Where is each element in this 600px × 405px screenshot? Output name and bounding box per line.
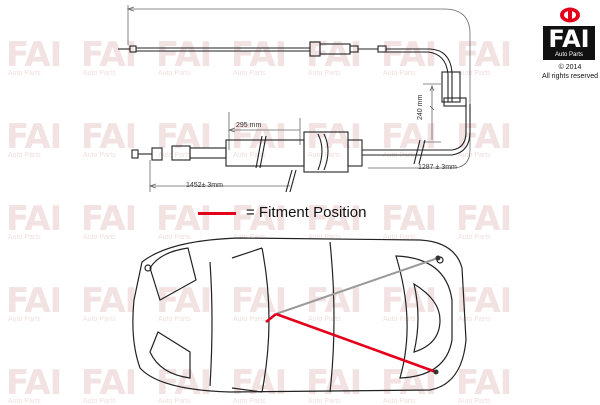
watermark-sub: Auto Parts <box>233 316 266 323</box>
upper-cable <box>118 41 461 103</box>
watermark-brand: FAI <box>306 117 362 157</box>
dim-vertical: 240 mm <box>417 94 424 120</box>
watermark-sub: Auto Parts <box>383 234 416 241</box>
watermark-sub: Auto Parts <box>158 316 191 323</box>
fitment-legend-line <box>198 212 236 215</box>
brand-sub: Auto Parts <box>554 52 583 58</box>
watermark-brand: FAI <box>6 363 62 403</box>
lower-cable <box>131 97 471 193</box>
watermark-sub: Auto Parts <box>308 316 341 323</box>
dim-outer: 1287 ± 3mm <box>418 164 457 171</box>
route-upper <box>275 257 439 315</box>
brand-logo: FAI Auto Parts <box>541 4 597 84</box>
brand-name: FAI <box>548 25 590 53</box>
watermark-brand: FAI <box>156 199 212 239</box>
watermark-brand: FAI <box>81 117 137 157</box>
watermark-sub: Auto Parts <box>233 152 266 159</box>
watermark-sub: Auto Parts <box>458 234 491 241</box>
watermark-brand: FAI <box>381 199 437 239</box>
watermark-sub: Auto Parts <box>458 152 491 159</box>
watermark-brand: FAI <box>306 363 362 403</box>
watermark-brand: FAI <box>231 35 287 75</box>
watermark-sub: Auto Parts <box>383 70 416 77</box>
watermark-sub: Auto Parts <box>233 70 266 77</box>
dim-inner-length: 295 mm <box>236 122 262 129</box>
cable-routing <box>265 255 441 375</box>
route-lower-fitment <box>275 312 437 374</box>
watermark-sub: Auto Parts <box>308 70 341 77</box>
copyright-year: © 2014 <box>558 64 582 71</box>
fitment-legend-label: = Fitment Position <box>246 204 367 221</box>
dimension-lines <box>126 5 471 192</box>
route-link-fitment <box>265 312 277 324</box>
watermark-sub: Auto Parts <box>8 234 41 241</box>
watermark-sub: Auto Parts <box>8 316 41 323</box>
watermark-brand: FAI <box>381 35 437 75</box>
watermark-sub: Auto Parts <box>83 70 116 77</box>
watermark-brand: FAI <box>381 281 437 321</box>
watermark-sub: Auto Parts <box>158 152 191 159</box>
watermark-brand: FAI <box>156 281 212 321</box>
anchor-lower <box>433 369 439 375</box>
watermark-brand: FAI <box>81 199 137 239</box>
watermark-brand: FAI <box>81 363 137 403</box>
watermark-sub: Auto Parts <box>83 234 116 241</box>
watermark-brand: FAI <box>231 199 287 239</box>
anchor-upper <box>435 255 441 261</box>
watermark-brand: FAI <box>231 363 287 403</box>
car-outline <box>132 237 467 393</box>
watermark-sub: Auto Parts <box>8 70 41 77</box>
watermark-brand: FAI <box>6 281 62 321</box>
watermark-brand: FAI <box>381 117 437 157</box>
watermark-sub: Auto Parts <box>83 316 116 323</box>
watermark-brand: FAI <box>156 35 212 75</box>
brand-box: FAI Auto Parts <box>543 26 595 60</box>
watermark-brand: FAI <box>81 281 137 321</box>
watermark-sub: Auto Parts <box>308 234 341 241</box>
watermark-brand: FAI <box>6 117 62 157</box>
watermark-sub: Auto Parts <box>158 70 191 77</box>
watermark-brand: FAI <box>456 199 512 239</box>
watermark-brand: FAI <box>6 35 62 75</box>
watermark-sub: Auto Parts <box>233 234 266 241</box>
copyright-rights: All rights reserved <box>541 73 599 80</box>
watermark-sub: Auto Parts <box>383 316 416 323</box>
watermark-sub: Auto Parts <box>8 152 41 159</box>
watermark-sub: Auto Parts <box>158 234 191 241</box>
watermark-sub: Auto Parts <box>83 152 116 159</box>
dim-overall: 1452± 3mm <box>186 182 223 189</box>
watermark-brand: FAI <box>456 363 512 403</box>
watermark-sub: Auto Parts <box>458 70 491 77</box>
watermark-brand: FAI <box>456 35 512 75</box>
watermark-brand: FAI <box>6 199 62 239</box>
brand-emblem-icon <box>560 7 580 23</box>
watermark-brand: FAI <box>456 281 512 321</box>
watermark-sub: Auto Parts <box>308 152 341 159</box>
watermark-sub: Auto Parts <box>458 316 491 323</box>
copyright: © 2014 All rights reserved <box>540 63 600 81</box>
watermark-brand: FAI <box>306 199 362 239</box>
